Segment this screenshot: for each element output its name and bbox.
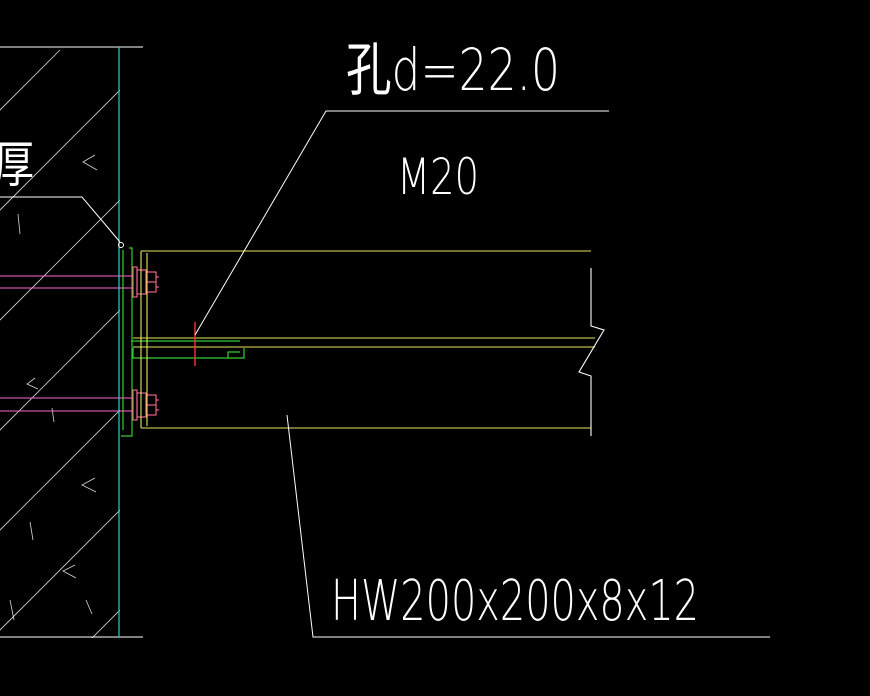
end-plate <box>121 247 245 437</box>
wall-hatch <box>0 49 120 638</box>
bolt-nut-upper <box>132 266 159 298</box>
section-label-leader <box>286 414 770 638</box>
section-size-label: HW200x200x8x12 <box>331 569 699 634</box>
leader-dot <box>118 242 124 248</box>
steel-beam <box>133 250 595 429</box>
anchor-rod-lower <box>0 397 133 412</box>
bolt-nut-lower <box>132 389 159 421</box>
wall-label-leader <box>0 196 121 243</box>
break-line <box>578 268 605 436</box>
bolt-size-label: M20 <box>397 148 479 206</box>
hole-diameter-label: 孔d=22.0 <box>346 36 560 104</box>
wall-thickness-label: 厚 <box>0 136 34 194</box>
anchor-rod-upper <box>0 275 133 289</box>
hole-label-leader <box>194 110 609 336</box>
